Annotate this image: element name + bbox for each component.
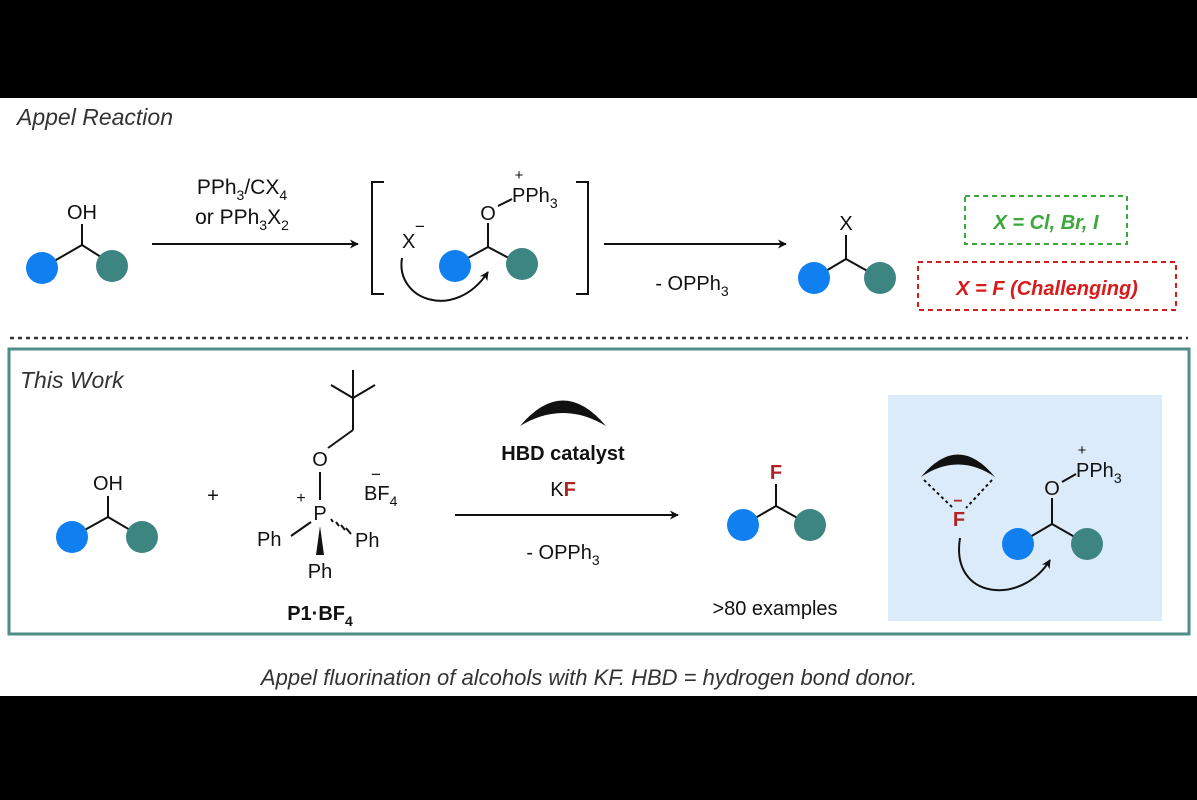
reagent-phosphorus: P <box>313 503 326 525</box>
reagent-name: P1·BF4 <box>287 603 353 629</box>
mechanism-catalyst-crescent <box>921 454 995 477</box>
top-byproduct: - OPPh3 <box>655 273 729 299</box>
bottom-byproduct: - OPPh3 <box>526 542 600 568</box>
p1-bf4-reagent: O + P Ph Ph Ph BF4 − P1·BF4 <box>257 370 398 629</box>
red-outcome-box <box>917 261 1177 311</box>
examples-count: >80 examples <box>712 598 837 620</box>
reagent-ph-right: Ph <box>355 530 379 552</box>
top-intermediate: X − O + PPh3 <box>371 167 589 302</box>
blue-substituent-ball <box>26 252 58 284</box>
top-reagent-line2: or PPh3X2 <box>195 206 289 233</box>
teal-substituent-ball <box>1071 528 1103 560</box>
reagent-oxygen: O <box>312 449 328 471</box>
green-outcome-text: X = Cl, Br, I <box>992 212 1098 234</box>
top-p-charge: + <box>515 167 524 184</box>
top-x-charge: − <box>415 217 425 236</box>
teal-substituent-ball <box>126 521 158 553</box>
blue-substituent-ball <box>727 509 759 541</box>
hbd-catalyst-crescent <box>520 400 606 426</box>
green-outcome-box <box>964 195 1128 245</box>
top-oxygen: O <box>480 203 496 225</box>
teal-substituent-ball <box>864 262 896 294</box>
top-x-anion: X <box>402 231 415 253</box>
bottom-start-oh: OH <box>93 473 123 495</box>
this-work-frame <box>7 347 1191 636</box>
blue-substituent-ball <box>439 250 471 282</box>
mechanism-pph3: PPh3 <box>1076 460 1122 486</box>
left-bracket <box>371 181 384 295</box>
bottom-section-title: This Work <box>20 367 125 393</box>
bottom-product: F <box>727 462 826 541</box>
mechanism-attack-arrow <box>958 537 1051 592</box>
bottom-section: This Work OH + O + P Ph <box>7 347 1191 636</box>
hbd-catalyst-label: HBD catalyst <box>501 443 625 465</box>
mechanism-oxygen: O <box>1044 478 1060 500</box>
reagent-ph-bottom: Ph <box>308 561 332 583</box>
top-product: X <box>798 213 896 294</box>
top-pph3: PPh3 <box>512 185 558 211</box>
top-start-oh: OH <box>67 202 97 224</box>
mechanism-f-charge: − <box>953 493 962 510</box>
teal-substituent-ball <box>96 250 128 282</box>
blue-substituent-ball <box>798 262 830 294</box>
mechanism-fluoride: F <box>953 509 965 531</box>
right-bracket <box>576 181 589 295</box>
reagent-ph-left: Ph <box>257 529 281 551</box>
mechanism-p-charge: + <box>1078 442 1087 459</box>
plus-sign: + <box>207 485 219 507</box>
top-reagent-line1: PPh3/CX4 <box>197 176 288 203</box>
top-start-alcohol: OH <box>26 202 128 284</box>
blue-substituent-ball <box>56 521 88 553</box>
top-attack-arrow <box>400 257 489 302</box>
reagent-counterion: BF4 <box>364 483 398 509</box>
teal-substituent-ball <box>506 248 538 280</box>
top-section: Appel Reaction OH PPh3/CX4 or PPh3X2 X −… <box>15 104 1177 311</box>
reagent-p-charge: + <box>296 490 305 507</box>
blue-substituent-ball <box>1002 528 1034 560</box>
figure-caption: Appel fluorination of alcohols with KF. … <box>259 665 917 690</box>
kf-reagent: KF <box>550 479 576 501</box>
top-product-x: X <box>839 213 852 235</box>
top-section-title: Appel Reaction <box>15 104 173 130</box>
red-outcome-text: X = F (Challenging) <box>955 278 1138 300</box>
mechanism-panel: − F O + PPh3 <box>888 395 1162 621</box>
teal-substituent-ball <box>794 509 826 541</box>
mechanism-panel-bg <box>888 395 1162 621</box>
reagent-counterion-charge: − <box>371 465 381 484</box>
bottom-start-alcohol: OH <box>56 473 158 553</box>
product-fluorine: F <box>770 462 782 484</box>
